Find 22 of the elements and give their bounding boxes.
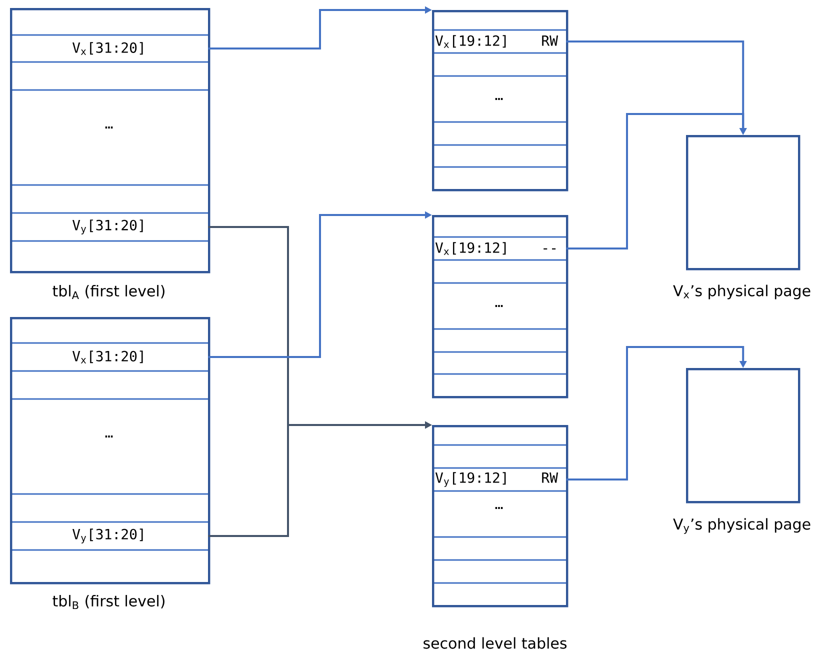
table-entry: … [105,435,113,438]
table-caption: tbl$_{A}$ (first level) [52,284,164,300]
arrow [566,113,747,250]
table-frame [432,215,568,398]
table-entry: … [495,506,503,510]
table-entry: V$_{x}$[19:12] -- [435,242,556,255]
page-caption: V$_{y}$’s physical page [673,518,810,534]
table-entry: V$_{x}$[31:20] [72,42,143,55]
table-entry: V$_{y}$[19:12] RW [435,472,558,487]
table-frame [432,425,568,608]
caption: second level tables [424,637,567,649]
table-caption: tbl$_{B}$ (first level) [52,594,164,610]
table-entry: V$_{y}$[31:20] [72,220,143,234]
table-entry: V$_{x}$[31:20] [72,350,143,364]
table-frame [432,10,568,192]
table-entry: … [105,126,113,129]
page-caption: V$_{x}$’s physical page [673,284,810,300]
table-entry: V$_{y}$[31:20] [72,528,143,544]
table-entry: … [495,304,503,308]
table-entry: … [495,98,503,100]
arrow [566,346,747,480]
table-entry: V$_{x}$[19:12] RW [435,35,558,48]
